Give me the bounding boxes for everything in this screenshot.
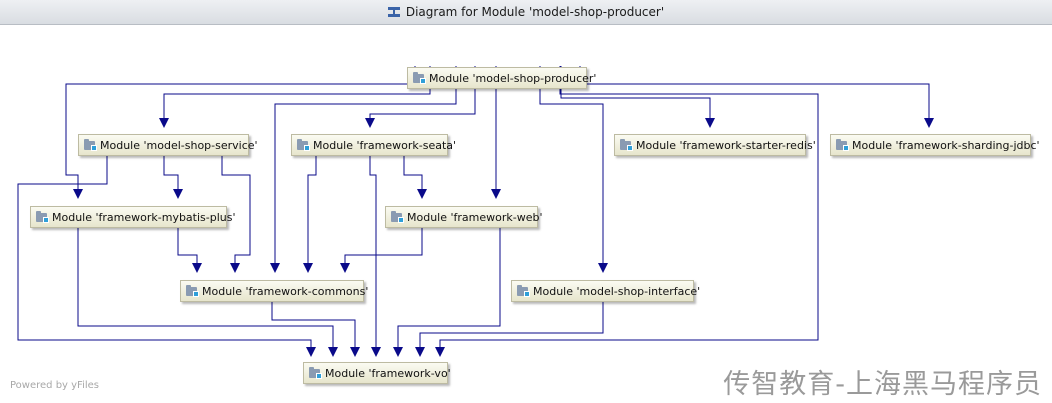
node-label: Module 'framework-commons' [202, 284, 369, 298]
node-model-shop-service[interactable]: Module 'model-shop-service' [78, 134, 258, 156]
edge-mybatis-commons [177, 220, 202, 273]
module-icon [517, 285, 531, 297]
module-icon [413, 72, 427, 84]
node-framework-starter-redis[interactable]: Module 'framework-starter-redis' [614, 134, 816, 156]
module-icon [391, 211, 405, 223]
node-framework-sharding-jdbc[interactable]: Module 'framework-sharding-jdbc' [830, 134, 1040, 156]
module-icon [836, 139, 850, 151]
node-model-shop-interface[interactable]: Module 'model-shop-interface' [511, 280, 700, 302]
edge-seata-vo [369, 149, 381, 357]
module-icon [309, 367, 323, 379]
edge-interface-vo [415, 294, 604, 357]
edge-service-mybatis [163, 149, 183, 199]
window-title: Diagram for Module 'model-shop-producer' [405, 5, 665, 19]
node-framework-web[interactable]: Module 'framework-web' [385, 206, 543, 228]
node-label: Module 'framework-seata' [313, 138, 457, 152]
node-label: Module 'model-shop-service' [100, 138, 258, 152]
node-label: Module 'framework-web' [407, 210, 543, 224]
edge-seata-web [403, 149, 427, 199]
edge-producer-seata [365, 66, 476, 128]
node-model-shop-producer[interactable]: Module 'model-shop-producer' [407, 67, 596, 89]
module-icon [297, 139, 311, 151]
powered-by-label: Powered by yFiles [10, 380, 99, 391]
window-title-bar: Diagram for Module 'model-shop-producer' [0, 0, 1052, 25]
edge-service-commons [221, 149, 251, 273]
node-framework-vo[interactable]: Module 'framework-vo' [303, 362, 451, 384]
node-label: Module 'model-shop-interface' [533, 284, 701, 298]
edge-web-vo [393, 220, 501, 357]
edge-producer-vo [435, 66, 819, 357]
node-framework-mybatis-plus[interactable]: Module 'framework-mybatis-plus' [30, 206, 236, 228]
edge-mybatis-vo [77, 220, 338, 357]
watermark-text: 传智教育-上海黑马程序员 [723, 369, 1042, 400]
edge-commons-vo [271, 294, 360, 357]
node-label: Module 'framework-vo' [325, 366, 451, 380]
node-framework-seata[interactable]: Module 'framework-seata' [291, 134, 456, 156]
node-label: Module 'framework-mybatis-plus' [52, 210, 236, 224]
node-label: Module 'framework-sharding-jdbc' [852, 138, 1040, 152]
node-label: Module 'framework-starter-redis' [636, 138, 816, 152]
module-icon [186, 285, 200, 297]
module-icon [84, 139, 98, 151]
diagram-icon [387, 7, 400, 17]
edge-service-vo [17, 149, 316, 357]
module-icon [620, 139, 634, 151]
edge-web-commons [340, 220, 423, 273]
node-label: Module 'model-shop-producer' [429, 71, 597, 85]
module-icon [36, 211, 50, 223]
node-framework-commons[interactable]: Module 'framework-commons' [180, 280, 368, 302]
edge-seata-commons [303, 149, 317, 273]
